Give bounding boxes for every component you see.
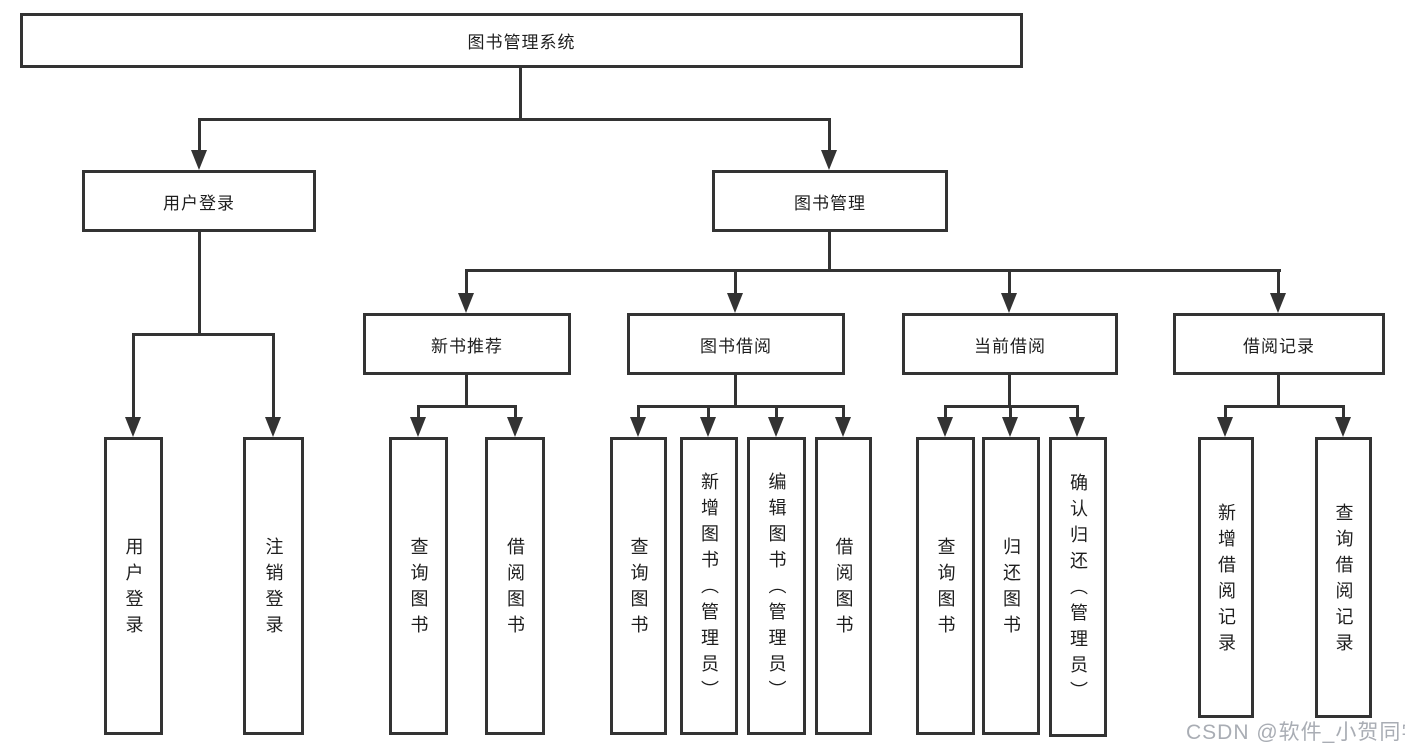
- connector-drop: [1076, 405, 1079, 420]
- leaf-user-login: 用户登录: [104, 437, 163, 735]
- connector-drop: [417, 405, 420, 420]
- connector-drop: [465, 269, 468, 295]
- node-root: 图书管理系统: [20, 13, 1023, 68]
- node-borrow-records: 借阅记录: [1173, 313, 1385, 375]
- connector-drop: [1008, 269, 1011, 295]
- arrow-down-icon: [125, 417, 141, 437]
- connector-new-books-stem: [465, 375, 468, 408]
- connector-records-stem: [1277, 375, 1280, 408]
- csdn-watermark: CSDN @软件_小贺同学: [1186, 721, 1405, 744]
- arrow-down-icon: [1001, 293, 1017, 313]
- connector-user-login-bus: [132, 333, 275, 336]
- connector-book-mgmt-bus: [465, 269, 1281, 272]
- arrow-down-icon: [727, 293, 743, 313]
- leaf-borrow-books-1: 借阅图书: [485, 437, 545, 735]
- leaf-query-books-3: 查询图书: [916, 437, 975, 735]
- node-new-book-recommend: 新书推荐: [363, 313, 571, 375]
- arrow-down-icon: [1270, 293, 1286, 313]
- node-book-management: 图书管理: [712, 170, 948, 232]
- arrow-down-icon: [1002, 417, 1018, 437]
- node-user-login: 用户登录: [82, 170, 316, 232]
- arrow-down-icon: [700, 417, 716, 437]
- connector-borrow-bus: [637, 405, 845, 408]
- connector-drop: [1009, 405, 1012, 420]
- connector-drop: [842, 405, 845, 420]
- connector-book-mgmt-stem: [828, 232, 831, 272]
- leaf-edit-books-admin: 编辑图书（管理员）: [747, 437, 806, 735]
- connector-drop: [272, 333, 275, 419]
- arrow-down-icon: [768, 417, 784, 437]
- arrow-down-icon: [458, 293, 474, 313]
- node-current-borrow: 当前借阅: [902, 313, 1118, 375]
- connector-drop: [132, 333, 135, 419]
- connector-drop: [514, 405, 517, 420]
- leaf-add-borrow-record: 新增借阅记录: [1198, 437, 1254, 718]
- connector-drop: [198, 118, 201, 152]
- connector-records-bus: [1224, 405, 1344, 408]
- connector-drop: [1277, 269, 1280, 295]
- leaf-query-books-1: 查询图书: [389, 437, 448, 735]
- arrow-down-icon: [937, 417, 953, 437]
- leaf-confirm-return-admin: 确认归还（管理员）: [1049, 437, 1107, 737]
- arrow-down-icon: [1335, 417, 1351, 437]
- connector-root-stem: [519, 68, 522, 121]
- leaf-return-books: 归还图书: [982, 437, 1040, 735]
- arrow-down-icon: [410, 417, 426, 437]
- connector-drop: [775, 405, 778, 420]
- connector-current-stem: [1008, 375, 1011, 408]
- connector-drop: [637, 405, 640, 420]
- arrow-down-icon: [1217, 417, 1233, 437]
- connector-drop: [707, 405, 710, 420]
- connector-drop: [734, 269, 737, 295]
- connector-drop: [944, 405, 947, 420]
- connector-drop: [828, 118, 831, 152]
- leaf-borrow-books-2: 借阅图书: [815, 437, 872, 735]
- connector-user-login-stem: [198, 232, 201, 336]
- leaf-query-borrow-record: 查询借阅记录: [1315, 437, 1372, 718]
- arrow-down-icon: [265, 417, 281, 437]
- connector-new-books-bus: [417, 405, 517, 408]
- connector-drop: [1342, 405, 1345, 420]
- arrow-down-icon: [835, 417, 851, 437]
- node-book-borrow: 图书借阅: [627, 313, 845, 375]
- connector-root-bus: [198, 118, 831, 121]
- arrow-down-icon: [821, 150, 837, 170]
- connector-drop: [1224, 405, 1227, 420]
- leaf-add-books-admin: 新增图书（管理员）: [680, 437, 738, 735]
- arrow-down-icon: [191, 150, 207, 170]
- leaf-query-books-2: 查询图书: [610, 437, 667, 735]
- arrow-down-icon: [507, 417, 523, 437]
- arrow-down-icon: [1069, 417, 1085, 437]
- connector-borrow-stem: [734, 375, 737, 408]
- leaf-logout: 注销登录: [243, 437, 304, 735]
- arrow-down-icon: [630, 417, 646, 437]
